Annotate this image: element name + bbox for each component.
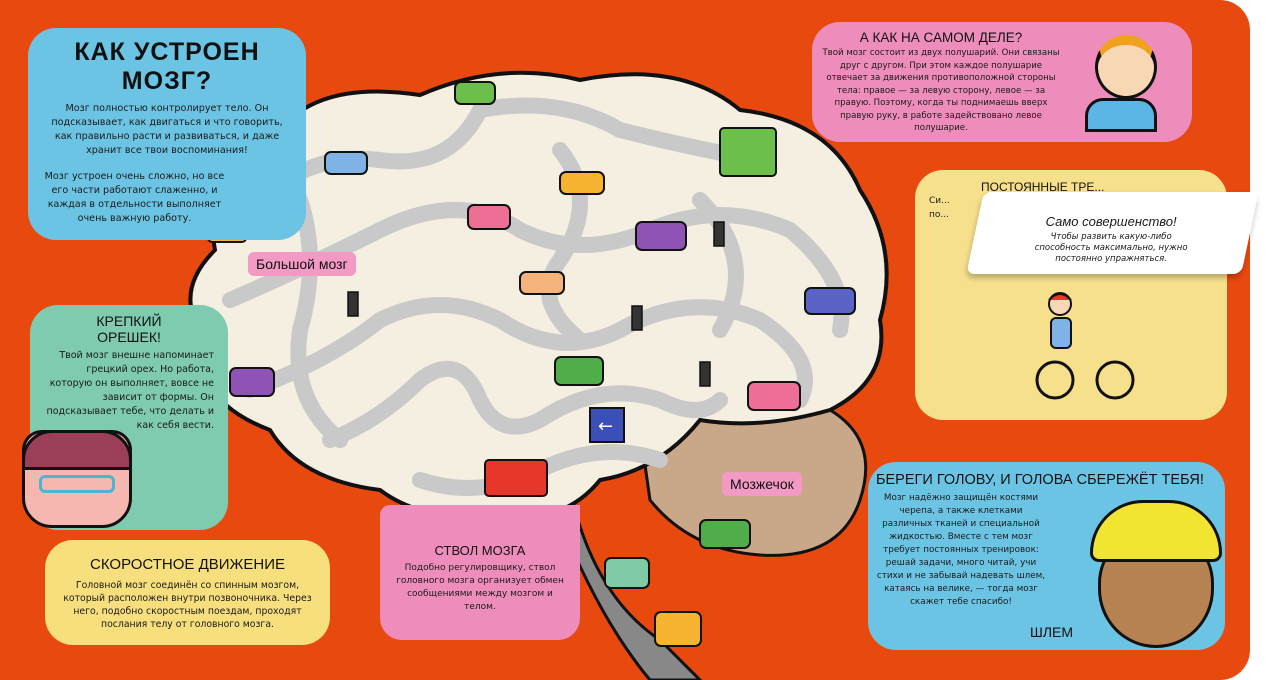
brainstem-text: Подобно регулировщику, ствол головного м… [396,563,564,612]
helmet-title: Береги голову, и голова сбережёт тебя! [876,472,1204,488]
car [324,151,368,175]
car [699,519,751,549]
car [804,287,856,315]
car [747,381,801,411]
speed-panel: Скоростное движение Головной мозг соедин… [45,540,330,645]
car [635,221,687,251]
helmet-text: Мозг надёжно защищён костями черепа, а т… [876,493,1046,607]
waving-girl-illustration [1095,35,1157,99]
training-hidden-title: Постоянные тре... [981,180,1105,194]
car [559,171,605,195]
traffic-lights [347,221,725,387]
car [604,557,650,589]
helmet-label: Шлем [1030,624,1074,640]
lift-flap[interactable]: Само совершенство! Чтобы развить какую-л… [966,192,1259,274]
intro-paragraph-2: Мозг устроен очень сложно, но все его ча… [44,171,225,224]
girl-with-glasses-illustration [22,430,132,528]
spinal-cord-road [558,507,703,680]
car [554,356,604,386]
cerebellum-label: Мозжечок [722,472,802,496]
brainstem-title: Ствол мозга [434,543,526,558]
nut-text: Твой мозг внешне напоминает грецкий орех… [46,350,214,431]
flap-text: Чтобы развить какую-либо способность мак… [1034,232,1188,264]
speed-title: Скоростное движение [90,556,285,573]
flap-title: Само совершенство! [1045,214,1177,229]
car [654,611,702,647]
cyclist-illustration [1035,292,1135,400]
page-title: Как устроен мозг? [74,38,260,95]
arrow-left-icon: ← [598,416,613,437]
nut-title: Крепкий орешек! [96,313,162,345]
intro-panel: Как устроен мозг? Мозг полностью контрол… [28,28,306,240]
truck [484,459,548,497]
hemispheres-title: А как на самом деле? [859,30,1023,45]
brainstem-panel: Ствол мозга Подобно регулировщику, ствол… [380,505,580,640]
car [519,271,565,295]
hemispheres-text: Твой мозг состоит из двух полушарий. Они… [822,48,1060,133]
cerebrum-label: Большой мозг [248,252,356,276]
training-hidden-text: Си... по... [929,196,950,220]
truck [719,127,777,177]
girl-shirt [1085,98,1157,132]
speed-text: Головной мозг соединён со спинным мозгом… [63,580,312,630]
car [454,81,496,105]
car [467,204,511,230]
arrow-sign-icon [589,407,625,443]
car [229,367,275,397]
intro-paragraph-1: Мозг полностью контролирует тело. Он под… [51,103,283,156]
helmet-icon [1090,500,1222,562]
